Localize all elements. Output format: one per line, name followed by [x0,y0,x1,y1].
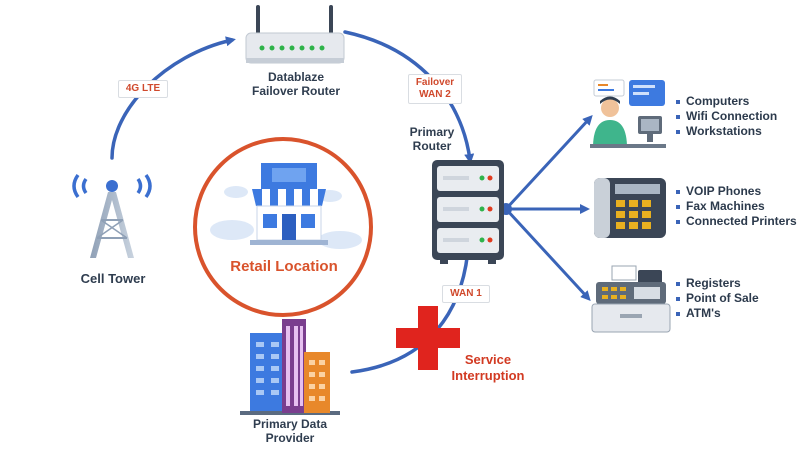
primary-router-label: Primary Router [409,125,455,153]
data-provider-label: Primary Data Provider [252,417,328,445]
failover-router-icon [245,5,345,64]
list-item: Connected Printers [676,214,797,229]
retail-location-label: Retail Location [230,258,338,275]
data-provider-buildings-icon [240,319,340,415]
primary-router-icon [432,160,504,264]
lte-link-tag: 4G LTE [118,80,168,98]
wan1-link-tag: WAN 1 [442,285,490,303]
list-item: Registers [676,276,759,291]
list-item: Workstations [676,124,777,139]
phones-list: VOIP Phones Fax Machines Connected Print… [676,184,797,229]
cell-tower-icon [72,173,152,258]
list-item: Wifi Connection [676,109,777,124]
cash-register-icon [591,265,671,333]
retail-location-group [193,137,373,317]
service-interruption-label: Service Interruption [451,352,525,383]
list-item: VOIP Phones [676,184,797,199]
list-item: Point of Sale [676,291,759,306]
pos-list: Registers Point of Sale ATM's [676,276,759,321]
computer-workstation-icon [590,79,666,148]
computers-list: Computers Wifi Connection Workstations [676,94,777,139]
list-item: ATM's [676,306,759,321]
tower-to-failover-link [110,36,236,160]
service-interruption-cross-icon [396,306,460,370]
device-fanout-lines [500,115,593,301]
list-item: Fax Machines [676,199,797,214]
failover-wan2-tag: Failover WAN 2 [408,74,462,104]
cell-tower-label: Cell Tower [80,271,146,286]
storefront-icon [250,163,328,245]
failover-router-label: Datablaze Failover Router [251,70,341,98]
list-item: Computers [676,94,777,109]
phone-fax-icon [594,178,666,238]
